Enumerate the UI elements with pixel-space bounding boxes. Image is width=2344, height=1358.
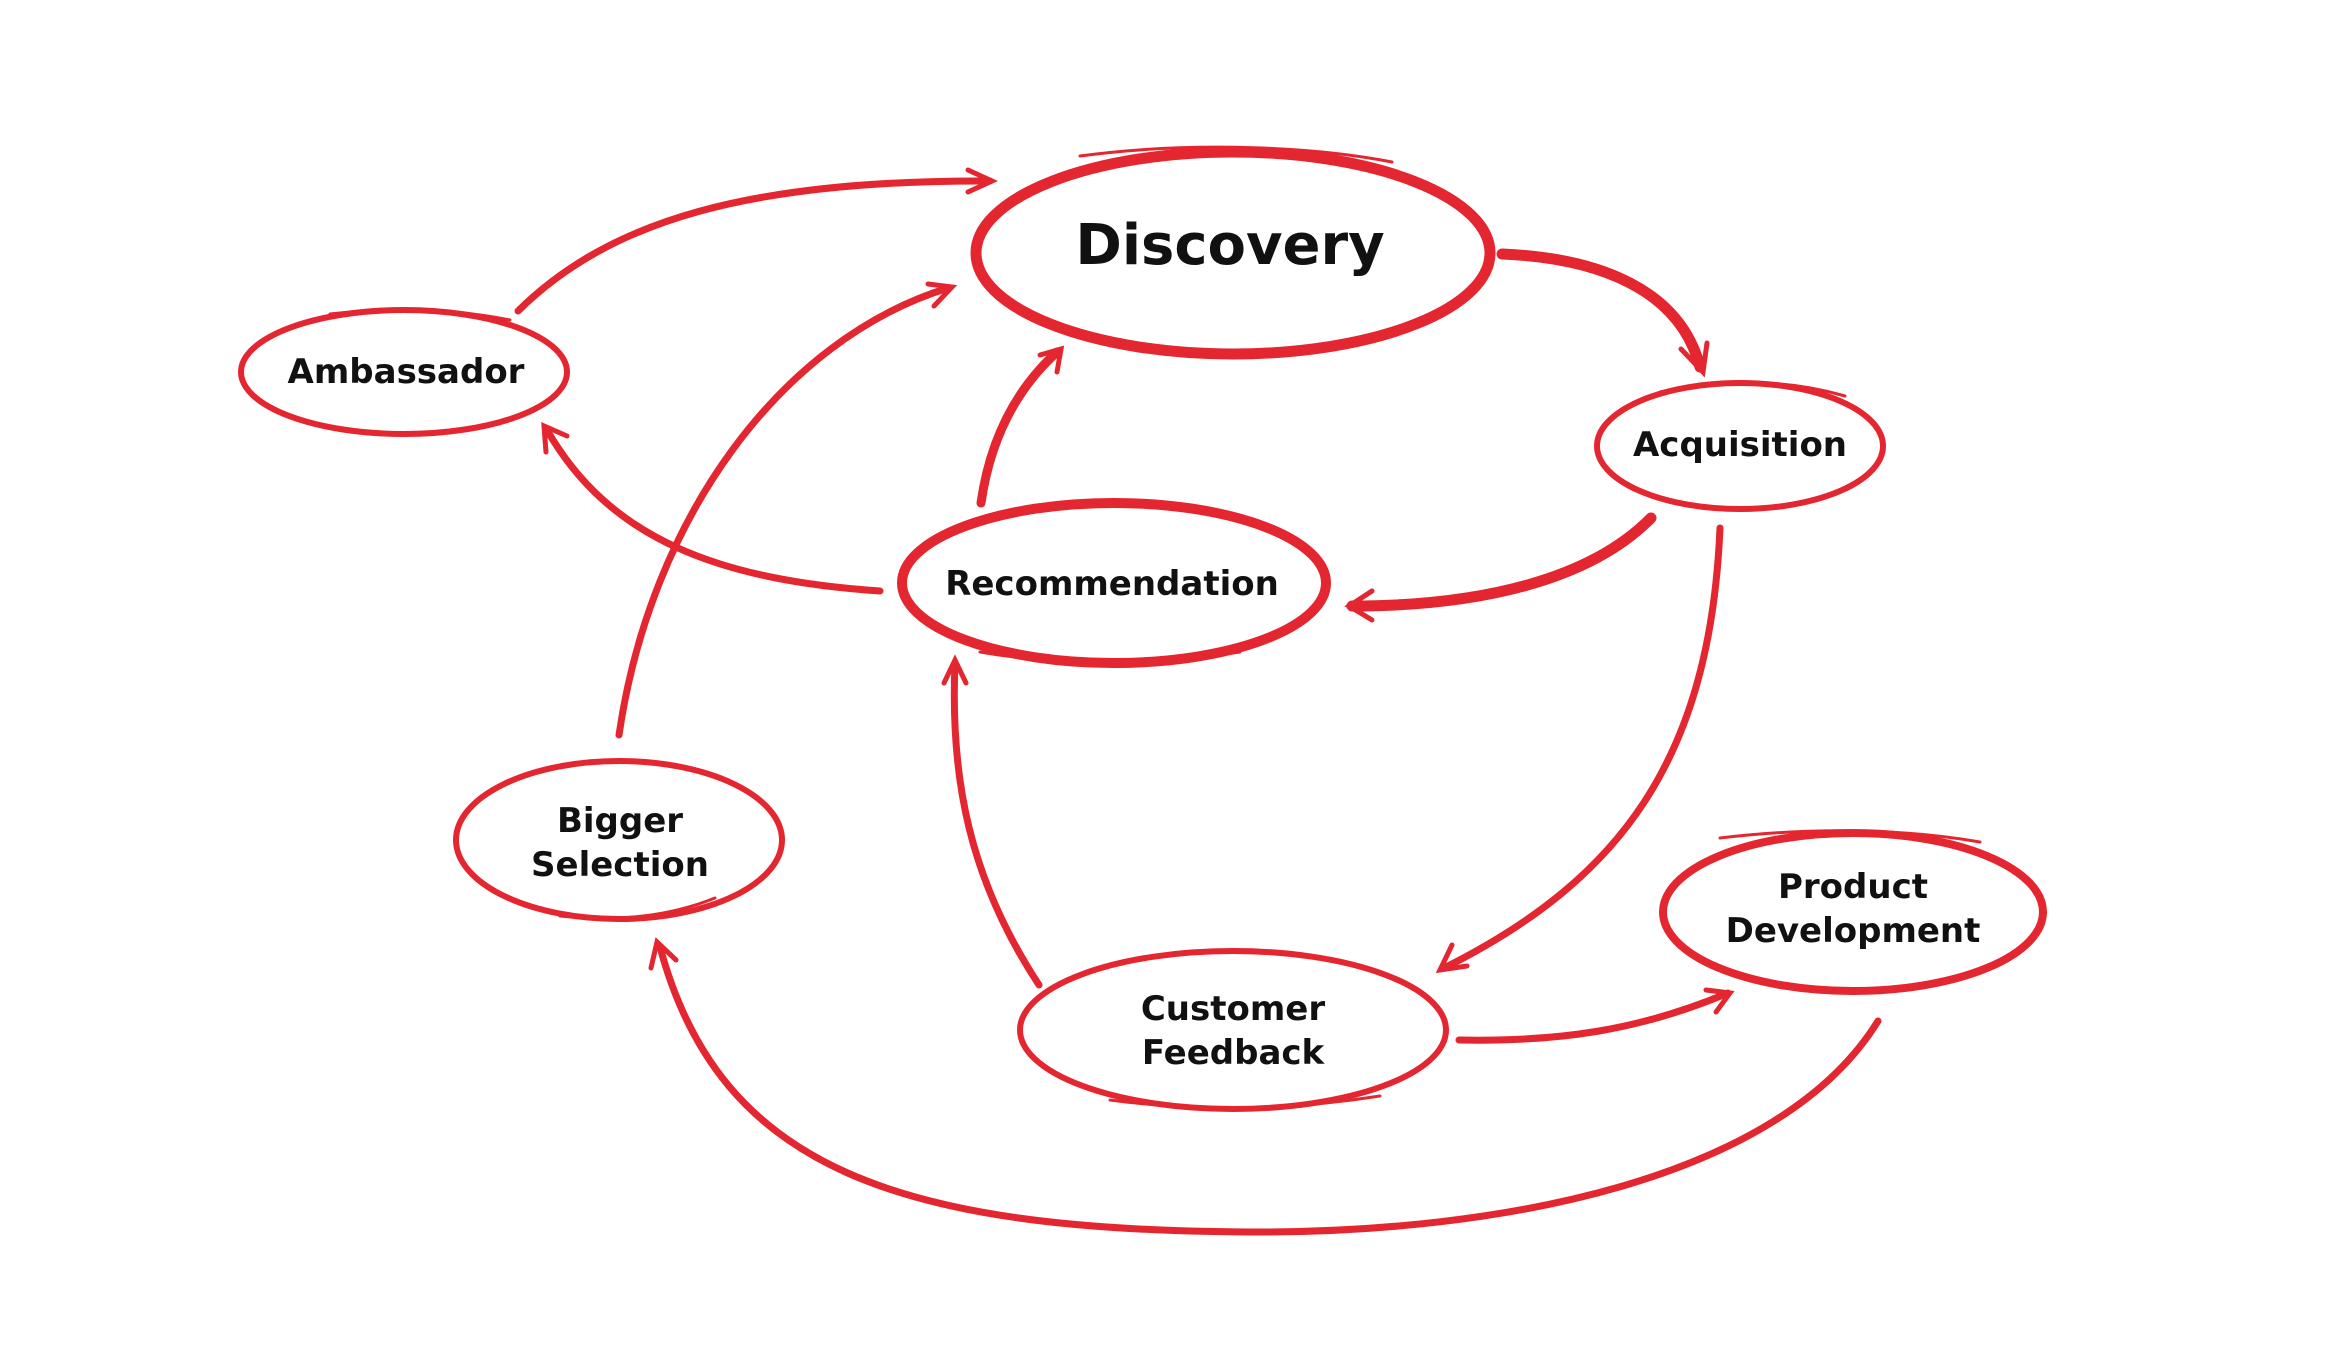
edge-product-development-to-bigger-selection: [656, 943, 1882, 1236]
node-discovery-swoosh: [1078, 145, 1394, 164]
arrowhead-recommendation-to-ambassador: [541, 422, 570, 455]
node-customer-feedback-ring: [1017, 948, 1449, 1112]
arrowhead-product-development-to-bigger-selection: [648, 937, 679, 971]
node-bigger-selection-swoosh: [558, 896, 717, 920]
node-bigger-selection: Bigger Selection: [453, 758, 785, 922]
node-discovery-label: Discovery: [1075, 213, 1384, 278]
node-product-development-line2: Development: [1726, 911, 1981, 951]
node-customer-feedback: Customer Feedback: [1017, 948, 1449, 1112]
node-customer-feedback-line2: Feedback: [1142, 1033, 1326, 1073]
node-bigger-selection-line1: Bigger: [557, 801, 683, 841]
arrowhead-bigger-selection-to-discovery: [925, 281, 958, 309]
node-product-development-ring: [1659, 829, 2047, 995]
node-ambassador-swoosh: [328, 308, 512, 322]
edge-recommendation-to-ambassador: [543, 426, 884, 595]
node-recommendation-swoosh: [978, 650, 1242, 664]
edge-acquisition-to-customer-feedback: [1440, 524, 1724, 972]
edge-ambassador-to-discovery: [514, 177, 994, 315]
node-product-development-line1: Product: [1778, 867, 1928, 907]
node-discovery: Discovery: [970, 145, 1496, 360]
edge-customer-feedback-to-recommendation: [950, 659, 1043, 989]
node-discovery-ring: [970, 146, 1496, 360]
node-ambassador-label: Ambassador: [288, 352, 525, 392]
node-product-development: Product Development: [1659, 829, 2047, 995]
edges: [514, 167, 1882, 1236]
arrowhead-acquisition-to-recommendation: [1344, 588, 1375, 623]
edge-discovery-to-acquisition: [1496, 248, 1706, 373]
arrowhead-customer-feedback-to-product-development: [1703, 987, 1735, 1015]
node-acquisition: Acquisition: [1594, 380, 1886, 512]
edge-acquisition-to-recommendation: [1346, 512, 1657, 612]
edge-recommendation-to-discovery: [976, 347, 1062, 508]
node-recommendation: Recommendation: [897, 498, 1331, 668]
node-bigger-selection-line2: Selection: [531, 845, 709, 885]
arrowhead-recommendation-to-discovery: [1037, 345, 1065, 375]
edge-bigger-selection-to-discovery: [615, 284, 952, 739]
node-product-development-swoosh: [1718, 829, 1982, 844]
node-customer-feedback-line1: Customer: [1141, 989, 1325, 1029]
edge-customer-feedback-to-product-development: [1455, 989, 1732, 1044]
node-customer-feedback-swoosh: [1108, 1094, 1382, 1110]
nodes: Discovery Ambassador Acquisition Recomme…: [238, 145, 2047, 1112]
node-acquisition-swoosh: [1658, 381, 1847, 398]
node-recommendation-label: Recommendation: [945, 564, 1279, 604]
node-acquisition-label: Acquisition: [1633, 425, 1847, 465]
arrowhead-acquisition-to-customer-feedback: [1435, 942, 1470, 974]
arrowhead-customer-feedback-to-recommendation: [941, 654, 969, 686]
arrowhead-ambassador-to-discovery: [965, 167, 999, 195]
arrowhead-discovery-to-acquisition: [1678, 340, 1710, 378]
node-ambassador: Ambassador: [238, 307, 570, 437]
